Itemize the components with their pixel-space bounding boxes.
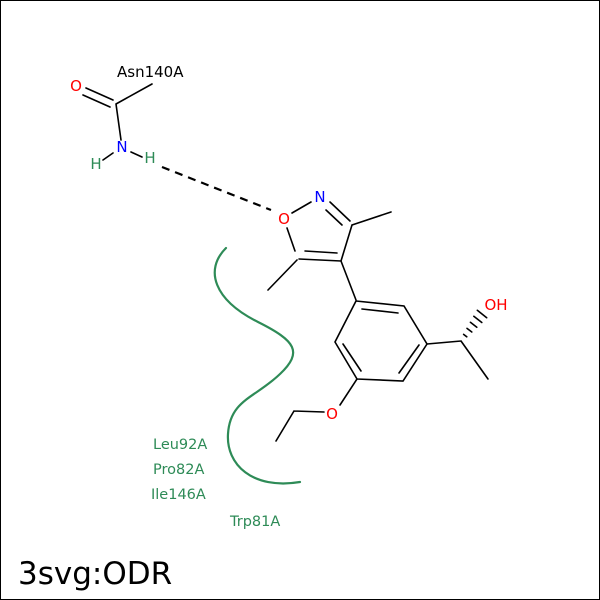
ethoxy-bonds bbox=[275, 378, 358, 442]
hydroxyethyl-bonds bbox=[426, 340, 489, 380]
asn-hydrogen-right-label: H bbox=[144, 149, 155, 167]
ethoxy-group: O bbox=[275, 378, 358, 442]
ile146a-label: Ile146A bbox=[151, 487, 206, 503]
hydrophobic-residue-labels: Leu92A Pro82A Ile146A Trp81A bbox=[151, 437, 280, 530]
trp81a-label: Trp81A bbox=[229, 514, 280, 530]
benzene-ring-group bbox=[334, 300, 428, 382]
residue-asn140a-group: Asn140A O N H H bbox=[70, 63, 184, 173]
asn-hydrogen-left-label: H bbox=[90, 155, 101, 173]
asn-amide-nitrogen-label: N bbox=[116, 138, 127, 156]
hydroxyethyl-group: OH bbox=[426, 296, 508, 380]
stereo-hash-wedge bbox=[462, 309, 488, 338]
isoxazole-ring-group: O N bbox=[267, 188, 392, 301]
isoxazole-nitrogen-label: N bbox=[314, 188, 325, 206]
benzene-bonds bbox=[334, 300, 428, 382]
diagram-title: 3svg:ODR bbox=[18, 556, 172, 592]
isoxazole-bonds bbox=[267, 201, 392, 301]
hydrophobic-contact-arc bbox=[213, 246, 302, 485]
asn140a-label: Asn140A bbox=[117, 63, 184, 81]
hydroxyl-label: OH bbox=[484, 296, 507, 314]
asn-bonds bbox=[82, 83, 153, 161]
asn-carbonyl-oxygen-label: O bbox=[70, 77, 82, 95]
isoxazole-oxygen-label: O bbox=[278, 210, 290, 228]
ethoxy-oxygen-label: O bbox=[326, 405, 338, 423]
pro82a-label: Pro82A bbox=[153, 462, 204, 478]
hydrogen-bond-dashed-line bbox=[161, 165, 272, 212]
leu92a-label: Leu92A bbox=[153, 437, 207, 453]
